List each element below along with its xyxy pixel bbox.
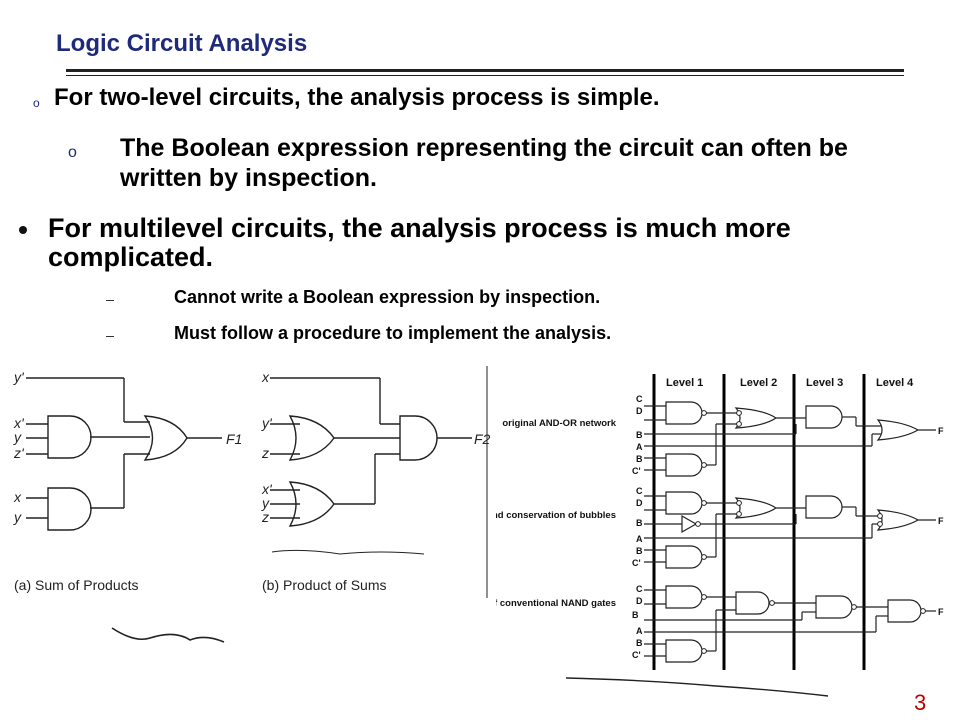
input-label: z bbox=[261, 445, 269, 461]
input-label: y bbox=[13, 509, 22, 525]
caption-pos: (b) Product of Sums bbox=[262, 577, 387, 593]
input-label: A bbox=[636, 626, 643, 636]
input-label: y bbox=[261, 495, 270, 511]
level-label: Level 4 bbox=[876, 377, 914, 389]
input-label: B bbox=[636, 638, 643, 648]
input-label: B bbox=[636, 430, 643, 440]
slide-title: Logic Circuit Analysis bbox=[56, 30, 308, 57]
output-label: F bbox=[938, 426, 944, 436]
input-label: x' bbox=[13, 415, 25, 431]
input-label: y bbox=[13, 429, 22, 445]
multilevel-figure: Level 1 Level 2 Level 3 Level 4 bbox=[496, 374, 944, 697]
row-label: original AND-OR network bbox=[502, 418, 616, 429]
input-label: x' bbox=[261, 481, 273, 497]
input-label: D bbox=[636, 596, 643, 606]
title-rule-thin bbox=[66, 75, 904, 76]
bullet-cannot-write: Cannot write a Boolean expression by ins… bbox=[174, 287, 601, 307]
bullet-two-level: For two-level circuits, the analysis pro… bbox=[54, 84, 660, 112]
bullet-dot-icon bbox=[19, 226, 27, 234]
input-label: C bbox=[636, 584, 643, 594]
input-label: z bbox=[261, 509, 269, 525]
title-rule bbox=[66, 69, 904, 72]
input-label: D bbox=[636, 498, 643, 508]
output-label: F1 bbox=[226, 431, 242, 447]
input-label: C' bbox=[632, 466, 641, 476]
dash-icon bbox=[106, 336, 114, 337]
input-label: D bbox=[636, 406, 643, 416]
bullet-multilevel: For multilevel circuits, the analysis pr… bbox=[48, 213, 791, 272]
input-label: B bbox=[636, 454, 643, 464]
output-label: F bbox=[938, 607, 944, 617]
input-label: x bbox=[13, 489, 22, 505]
sop-pos-figure: y' x' y z' x y F1 x y' z x' y z F2 (a) S… bbox=[13, 366, 490, 643]
level-label: Level 2 bbox=[740, 377, 777, 389]
input-label: x bbox=[261, 369, 270, 385]
output-label: F bbox=[938, 516, 944, 526]
input-label: y' bbox=[13, 369, 25, 385]
input-label: B bbox=[636, 518, 643, 528]
bullet-icon: o bbox=[68, 144, 77, 161]
input-label: C' bbox=[632, 558, 641, 568]
input-label: B bbox=[632, 610, 639, 620]
input-label: y' bbox=[261, 415, 273, 431]
input-label: A bbox=[636, 534, 643, 544]
caption-sop: (a) Sum of Products bbox=[14, 577, 139, 593]
bullet-two-level-text: For two-level circuits, the analysis pro… bbox=[54, 84, 660, 111]
input-label: z' bbox=[13, 445, 25, 461]
bullet-boolean-expression: The Boolean expression representing the … bbox=[120, 134, 848, 192]
level-label: Level 1 bbox=[666, 377, 703, 389]
input-label: A bbox=[636, 442, 643, 452]
dash-icon bbox=[106, 300, 114, 301]
output-label: F2 bbox=[474, 431, 490, 447]
input-label: C bbox=[636, 394, 643, 404]
level-label: Level 3 bbox=[806, 377, 843, 389]
row-label: redrawn in terms of conventional NAND ga… bbox=[496, 598, 616, 609]
page-number: 3 bbox=[914, 690, 927, 715]
input-label: C bbox=[636, 486, 643, 496]
row-label: introduction and conservation of bubbles bbox=[496, 510, 616, 521]
bullet-must-follow: Must follow a procedure to implement the… bbox=[174, 323, 612, 343]
input-label: B bbox=[636, 546, 643, 556]
bullet-icon: o bbox=[33, 96, 40, 110]
input-label: C' bbox=[632, 650, 641, 660]
